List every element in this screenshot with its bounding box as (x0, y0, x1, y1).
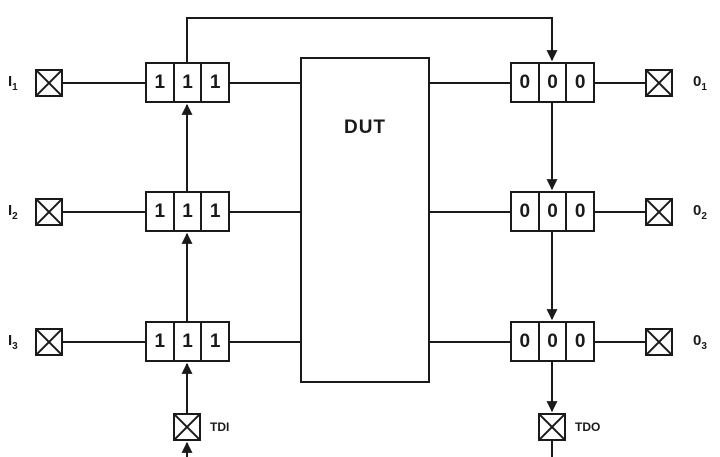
input-label-3-sub: 3 (12, 341, 18, 352)
output-label-3-sub: 3 (701, 341, 707, 352)
x-mark-icon (175, 415, 199, 439)
scan-bit: 1 (154, 71, 166, 93)
output-label-3: 03 (693, 332, 707, 352)
tdi-pad (173, 413, 201, 441)
scan-bit: 0 (519, 71, 531, 93)
input-scan-cell-1: 1 1 1 (145, 62, 230, 103)
tdo-label: TDO (575, 420, 601, 434)
output-scan-cell-3: 0 0 0 (510, 321, 595, 362)
output-label-2-sub: 2 (701, 211, 707, 222)
tdo-pad (538, 413, 566, 441)
input-scan-cell-2: 1 1 1 (145, 191, 230, 232)
scan-bit: 1 (172, 193, 201, 230)
output-pad-3 (645, 328, 673, 356)
input-label-3: I3 (8, 332, 18, 352)
input-label-2-text: I (8, 202, 13, 219)
input-pad-1 (35, 69, 63, 97)
scan-bit: 0 (565, 323, 593, 360)
scan-bit: 1 (172, 64, 201, 101)
scan-bit: 1 (200, 64, 228, 101)
output-label-1-text: 0 (693, 73, 702, 90)
scan-bit: 1 (172, 323, 201, 360)
scan-bit: 1 (154, 330, 166, 352)
output-label-2-text: 0 (693, 202, 702, 219)
scan-bit: 0 (537, 193, 566, 230)
x-mark-icon (647, 71, 671, 95)
scan-bit: 0 (537, 64, 566, 101)
scan-bit: 0 (565, 193, 593, 230)
scan-bit: 1 (200, 323, 228, 360)
input-label-1-text: I (8, 73, 13, 90)
input-label-2-sub: 2 (12, 211, 18, 222)
tdi-label: TDI (210, 420, 230, 434)
scan-bit: 0 (519, 330, 531, 352)
scan-bit: 0 (565, 64, 593, 101)
input-label-3-text: I (8, 332, 13, 349)
scan-bit: 1 (154, 200, 166, 222)
output-pad-2 (645, 198, 673, 226)
input-scan-cell-3: 1 1 1 (145, 321, 230, 362)
output-pad-1 (645, 69, 673, 97)
scan-bit: 0 (537, 323, 566, 360)
scan-bit: 1 (200, 193, 228, 230)
x-mark-icon (37, 71, 61, 95)
output-label-2: 02 (693, 202, 707, 222)
input-pad-2 (35, 198, 63, 226)
input-pad-3 (35, 328, 63, 356)
output-label-1-sub: 1 (701, 82, 707, 93)
input-label-1: I1 (8, 73, 18, 93)
input-label-1-sub: 1 (12, 82, 18, 93)
dut-label: DUT (343, 117, 387, 138)
scan-bit: 0 (519, 200, 531, 222)
output-label-1: 01 (693, 73, 707, 93)
x-mark-icon (647, 330, 671, 354)
output-label-3-text: 0 (693, 332, 702, 349)
input-label-2: I2 (8, 202, 18, 222)
x-mark-icon (540, 415, 564, 439)
x-mark-icon (37, 330, 61, 354)
output-scan-cell-2: 0 0 0 (510, 191, 595, 232)
output-scan-cell-1: 0 0 0 (510, 62, 595, 103)
dut-box: DUT (300, 57, 430, 383)
x-mark-icon (647, 200, 671, 224)
x-mark-icon (37, 200, 61, 224)
